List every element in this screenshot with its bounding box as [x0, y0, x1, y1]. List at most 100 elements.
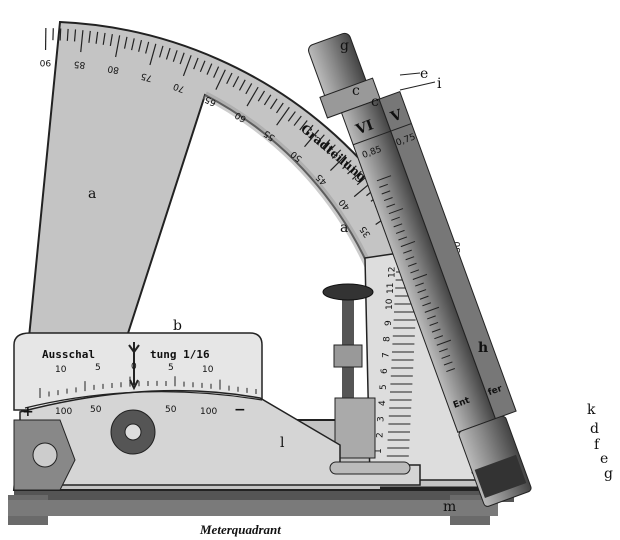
degree-tick	[206, 63, 213, 75]
level-tube-assembly: VI V 0,85 0,75 Ent fer	[308, 32, 532, 507]
tube-tick	[405, 256, 415, 261]
tube-tick	[419, 295, 429, 300]
degree-tick	[138, 39, 143, 52]
inner-small-label: 7	[381, 352, 391, 358]
degree-tick	[293, 115, 302, 126]
lower-label: 100	[200, 407, 217, 417]
degree-tick	[102, 32, 106, 45]
label-e-bottom: e	[600, 451, 608, 467]
screw-block	[334, 397, 376, 459]
tube-tick	[422, 302, 432, 307]
degree-tick	[232, 76, 240, 88]
base-plate	[14, 488, 514, 502]
label-c1: c	[352, 83, 360, 99]
degree-tick	[304, 129, 320, 148]
inner-small-label: 4	[378, 400, 388, 406]
degree-tick	[304, 124, 314, 135]
label-a-left: a	[88, 186, 96, 202]
tube-tick	[393, 223, 403, 228]
label-m: m	[443, 499, 456, 515]
degree-tick	[73, 29, 77, 42]
inner-small-label: 12	[387, 267, 397, 278]
degree-tick	[80, 30, 84, 53]
tube-tick	[439, 348, 448, 353]
upper-label: 10	[202, 365, 214, 375]
degree-tick	[238, 79, 246, 91]
deflection-title-right: tung 1/16	[150, 348, 210, 361]
label-b: b	[173, 318, 182, 334]
inner-small-label: 5	[379, 384, 389, 390]
label-g-top: g	[340, 38, 349, 54]
leader-line	[399, 81, 436, 91]
tube-tick	[376, 175, 392, 182]
inner-small-label: 11	[386, 283, 396, 294]
degree-tick	[257, 90, 266, 102]
degree-tick	[287, 111, 296, 122]
inner-small-label: 1	[374, 448, 384, 454]
upper-label: 5	[95, 363, 101, 373]
tube-tick	[391, 216, 400, 221]
tube-bottom-screw	[474, 454, 527, 499]
degree-tick	[95, 31, 99, 44]
degree-label: 80	[107, 63, 120, 75]
degree-label: 90	[39, 57, 51, 67]
degree-tick	[326, 144, 336, 154]
base-body	[8, 500, 498, 516]
degree-tick	[115, 35, 121, 58]
scale-arc-line	[24, 391, 263, 409]
lower-label: 100	[55, 407, 72, 417]
degree-tick	[347, 165, 357, 175]
label-g-bottom: g	[604, 466, 613, 482]
lever-handle[interactable]	[329, 461, 411, 475]
tube-tick	[386, 203, 396, 208]
degree-tick	[199, 60, 206, 73]
tube-tick	[441, 354, 451, 359]
upper-label: 10	[55, 365, 67, 375]
degree-tick	[59, 28, 62, 41]
tube-tick	[379, 183, 388, 188]
leader-line	[399, 72, 421, 76]
inner-small-label: 10	[385, 298, 395, 310]
tube-tick	[403, 249, 412, 254]
degree-tick	[158, 45, 164, 58]
label-c2: c	[371, 94, 379, 110]
degree-tick	[193, 57, 199, 70]
arrow-pointer-icon	[128, 342, 140, 391]
inner-small-label: 6	[380, 368, 390, 374]
degree-tick	[145, 41, 150, 54]
tube-tick	[446, 368, 455, 373]
upper-label: 0	[131, 362, 137, 372]
tube-tick	[436, 339, 452, 346]
tube-tick	[417, 289, 427, 294]
degree-label: 65	[203, 94, 218, 108]
deflection-title-left: Ausschal	[42, 348, 95, 361]
tube-divider	[352, 123, 412, 146]
tube-tick	[395, 229, 405, 234]
label-d: d	[590, 421, 599, 437]
label-f: f	[594, 437, 601, 453]
degree-tick	[351, 170, 362, 180]
tube-tick	[407, 262, 417, 267]
screw-knob[interactable]	[322, 283, 374, 301]
inner-small-label: 2	[375, 432, 385, 438]
tube-tick	[398, 236, 408, 241]
degree-label: 85	[73, 58, 85, 69]
degree-tick	[246, 86, 259, 107]
tube-tick	[400, 240, 416, 248]
tube-tick	[415, 282, 424, 287]
inner-small-label: 8	[383, 336, 393, 342]
tube-tick	[424, 306, 440, 313]
degree-tick	[215, 69, 226, 90]
deflection-scale	[39, 376, 257, 398]
degree-tick	[315, 134, 325, 145]
tube-tick	[410, 269, 420, 274]
degree-tick	[331, 149, 342, 159]
degree-tick	[330, 154, 347, 172]
degree-label: 70	[172, 80, 186, 93]
lower-label: 50	[165, 405, 177, 415]
label-a-arc: a	[340, 220, 348, 236]
degree-tick	[109, 34, 113, 47]
label-l: l	[280, 435, 285, 451]
screw-clamp	[333, 344, 363, 368]
